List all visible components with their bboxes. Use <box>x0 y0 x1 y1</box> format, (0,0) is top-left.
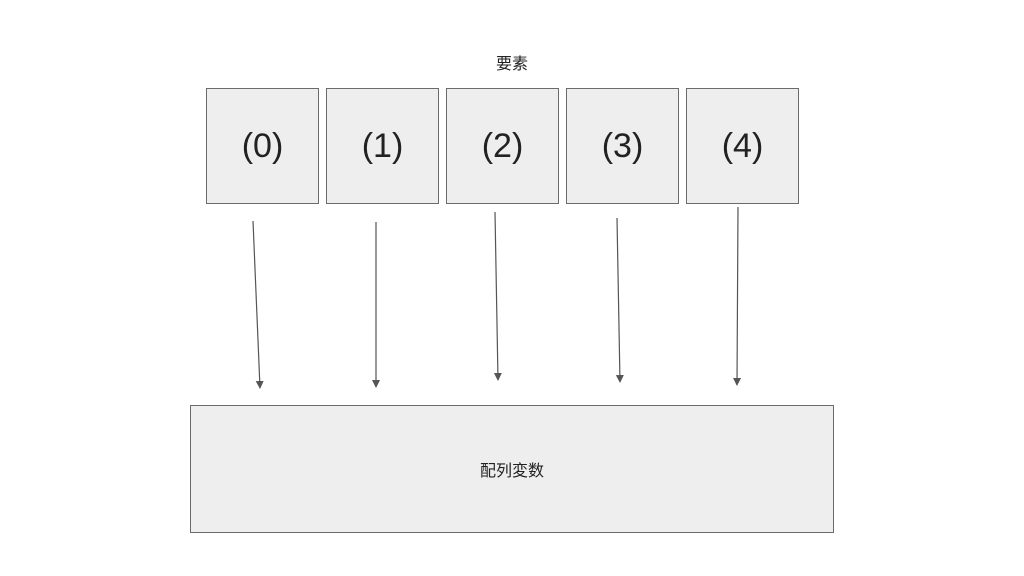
element-box-1: (1) <box>326 88 439 204</box>
elements-caption: 要素 <box>495 54 528 73</box>
element-label-3: (3) <box>601 126 644 165</box>
element-box-3: (3) <box>566 88 679 204</box>
element-box-0: (0) <box>206 88 319 204</box>
array-variable-label: 配列変数 <box>479 461 544 480</box>
arrow-2 <box>493 211 502 381</box>
element-box-2: (2) <box>446 88 559 204</box>
arrow-3 <box>615 217 624 383</box>
array-variable-box: 配列変数 <box>190 405 834 533</box>
element-label-4: (4) <box>721 126 764 165</box>
element-label-2: (2) <box>481 126 524 165</box>
element-label-0: (0) <box>241 126 284 165</box>
arrow-0 <box>252 220 264 389</box>
element-box-4: (4) <box>686 88 799 204</box>
element-label-1: (1) <box>361 126 404 165</box>
arrow-4 <box>733 206 742 386</box>
